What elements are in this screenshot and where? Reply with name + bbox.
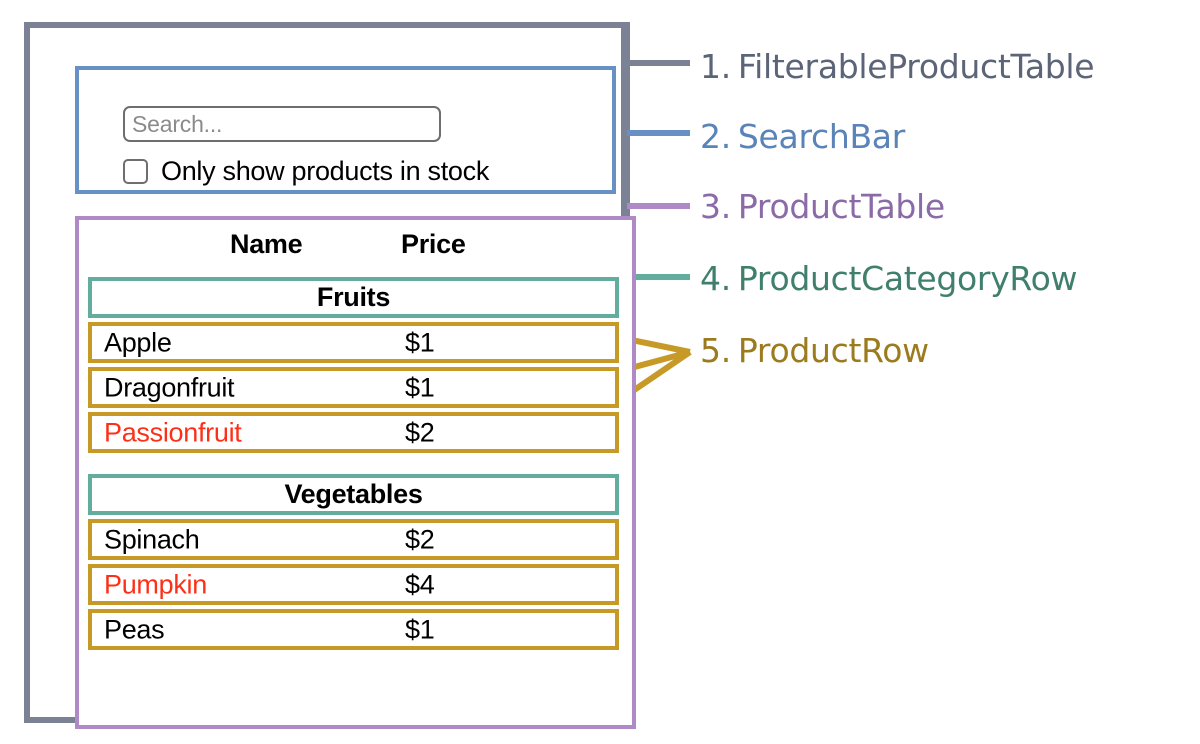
in-stock-checkbox-row[interactable]: Only show products in stock — [123, 156, 489, 187]
legend-number: 5. — [700, 331, 731, 370]
product-name: Peas — [104, 614, 165, 644]
legend-name: ProductRow — [737, 331, 929, 370]
search-input[interactable] — [123, 106, 441, 142]
product-price: $1 — [405, 327, 435, 357]
group-spacer — [88, 457, 623, 474]
legend-number: 2. — [700, 117, 731, 156]
legend-item-product-category-row: 4.ProductCategoryRow — [700, 259, 1077, 298]
legend-item-product-row: 5.ProductRow — [700, 331, 929, 370]
product-name: Apple — [104, 327, 172, 357]
filterable-product-table: Only show products in stock Name Price F… — [24, 22, 636, 729]
product-table: Name Price Fruits Apple $1 Dragonfruit $… — [75, 216, 636, 729]
legend-item-filterable-product-table: 1.FilterableProductTable — [700, 47, 1095, 86]
legend-number: 1. — [700, 47, 731, 86]
product-category-row: Fruits — [88, 277, 619, 318]
product-name: Dragonfruit — [104, 372, 235, 402]
product-row: Pumpkin $4 — [88, 564, 619, 605]
product-category-name: Vegetables — [284, 479, 423, 509]
product-category-row: Vegetables — [88, 474, 619, 515]
search-bar: Only show products in stock — [75, 66, 616, 194]
product-name: Passionfruit — [104, 417, 242, 447]
product-row: Dragonfruit $1 — [88, 367, 619, 408]
product-price: $1 — [405, 372, 435, 402]
product-row: Apple $1 — [88, 322, 619, 363]
in-stock-checkbox[interactable] — [123, 159, 148, 184]
product-price: $2 — [405, 524, 435, 554]
in-stock-checkbox-label: Only show products in stock — [161, 156, 490, 186]
legend-item-search-bar: 2.SearchBar — [700, 117, 905, 156]
product-price: $4 — [405, 569, 435, 599]
product-category-name: Fruits — [316, 282, 391, 312]
legend-name: SearchBar — [737, 117, 905, 156]
product-row: Peas $1 — [88, 609, 619, 650]
legend-number: 3. — [700, 187, 731, 226]
product-price: $2 — [405, 417, 435, 447]
column-header-name: Name — [230, 229, 303, 259]
product-price: $1 — [405, 614, 435, 644]
legend-name: ProductTable — [737, 187, 945, 226]
legend-item-product-table: 3.ProductTable — [700, 187, 945, 226]
product-name: Pumpkin — [104, 569, 207, 599]
legend-name: FilterableProductTable — [737, 47, 1095, 86]
product-row: Passionfruit $2 — [88, 412, 619, 453]
product-name: Spinach — [104, 524, 200, 554]
product-row: Spinach $2 — [88, 519, 619, 560]
product-table-rows: Fruits Apple $1 Dragonfruit $1 Passionfr… — [88, 277, 623, 654]
legend-name: ProductCategoryRow — [737, 259, 1078, 298]
legend-number: 4. — [700, 259, 731, 298]
product-table-header: Name Price — [79, 229, 632, 269]
column-header-price: Price — [401, 229, 466, 259]
